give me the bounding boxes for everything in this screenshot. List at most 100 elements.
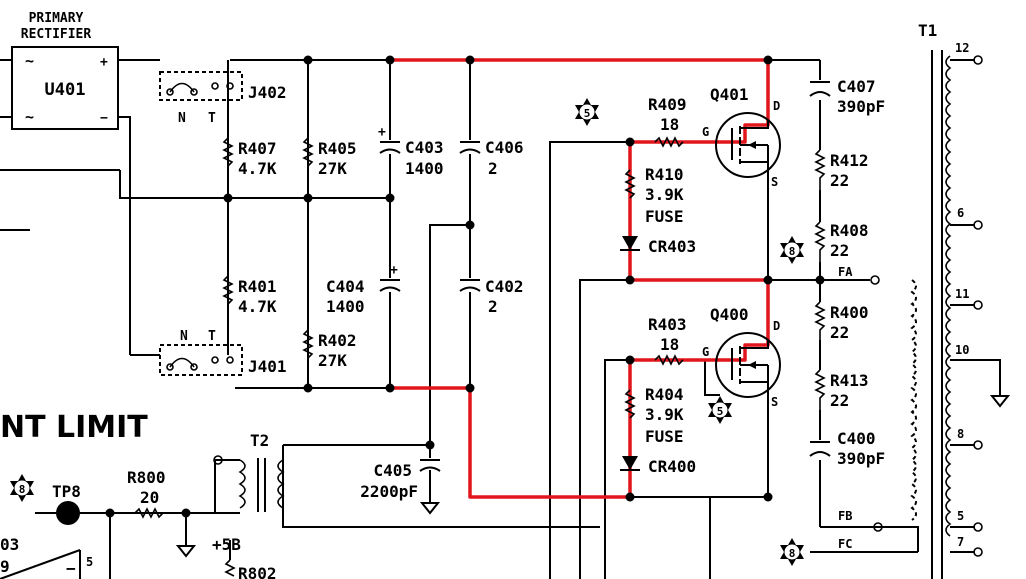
svg-text:R401: R401 xyxy=(238,277,277,296)
marker-5-bottom: 5 xyxy=(708,396,732,424)
resistor-r400: R400 22 xyxy=(814,301,869,342)
svg-text:R400: R400 xyxy=(830,303,869,322)
svg-text:2: 2 xyxy=(488,297,498,316)
resistor-r402: R402 27K xyxy=(302,329,357,370)
resistor-r412: R412 22 xyxy=(814,149,869,190)
resistor-r404: R404 3.9K FUSE xyxy=(624,385,684,446)
svg-text:27K: 27K xyxy=(318,351,347,370)
svg-text:T1: T1 xyxy=(918,21,937,40)
capacitor-c402: C402 2 xyxy=(459,277,524,316)
svg-text:8: 8 xyxy=(19,483,26,496)
svg-text:R404: R404 xyxy=(645,385,684,404)
svg-text:S: S xyxy=(771,175,778,189)
svg-text:U401: U401 xyxy=(45,80,86,100)
ac-symbol-bottom: ~ xyxy=(25,108,34,126)
marker-5-top: 5 xyxy=(575,98,599,126)
svg-text:22: 22 xyxy=(830,391,849,410)
svg-text:N: N xyxy=(178,111,186,126)
diode-cr403: CR403 xyxy=(620,236,696,256)
node-labels: FA FB FC xyxy=(838,265,883,551)
svg-text:27K: 27K xyxy=(318,159,347,178)
svg-text:CR403: CR403 xyxy=(648,237,696,256)
svg-text:5: 5 xyxy=(584,107,591,120)
resistor-r401: R401 4.7K xyxy=(222,275,277,316)
svg-text:G: G xyxy=(702,345,709,359)
svg-text:12: 12 xyxy=(955,41,969,55)
svg-text:−: − xyxy=(100,111,108,126)
svg-text:FB: FB xyxy=(838,509,852,523)
resistor-r403: R403 18 xyxy=(648,315,687,366)
resistor-r409: R409 18 xyxy=(648,95,687,148)
capacitor-c403: + C403 1400 xyxy=(378,125,444,178)
svg-text:8: 8 xyxy=(789,245,796,258)
svg-text:18: 18 xyxy=(660,115,679,134)
svg-text:D: D xyxy=(773,319,780,333)
svg-text:R410: R410 xyxy=(645,165,684,184)
svg-text:R409: R409 xyxy=(648,95,687,114)
svg-text:Q400: Q400 xyxy=(710,305,749,324)
mosfet-q401: Q401 D S G xyxy=(702,85,781,189)
svg-text:FC: FC xyxy=(838,537,852,551)
jumper-j401: J401 N T xyxy=(159,329,287,376)
svg-text:TP8: TP8 xyxy=(52,482,81,501)
svg-text:2200pF: 2200pF xyxy=(360,482,418,501)
svg-text:3.9K: 3.9K xyxy=(645,405,684,424)
resistor-r408: R408 22 xyxy=(814,221,869,262)
svg-text:4.7K: 4.7K xyxy=(238,159,277,178)
svg-text:18: 18 xyxy=(660,335,679,354)
svg-text:R800: R800 xyxy=(127,468,166,487)
ac-symbol-top: ~ xyxy=(25,52,34,70)
svg-text:4.7K: 4.7K xyxy=(238,297,277,316)
svg-text:7: 7 xyxy=(957,535,964,549)
svg-text:N: N xyxy=(180,329,188,344)
svg-text:C402: C402 xyxy=(485,277,524,296)
svg-text:R802: R802 xyxy=(238,564,277,579)
resistor-r405: R405 27K xyxy=(302,137,357,178)
svg-text:8: 8 xyxy=(957,427,964,441)
polarity-plus: + xyxy=(378,125,386,140)
svg-text:C403: C403 xyxy=(405,138,444,157)
svg-text:R405: R405 xyxy=(318,139,357,158)
transformer-t2: T2 xyxy=(213,431,285,512)
svg-text:T: T xyxy=(208,329,216,344)
svg-text:T2: T2 xyxy=(250,431,269,450)
svg-text:390pF: 390pF xyxy=(837,97,885,116)
svg-text:390pF: 390pF xyxy=(837,449,885,468)
svg-text:1400: 1400 xyxy=(405,159,444,178)
resistor-r410: R410 3.9K FUSE xyxy=(624,165,684,226)
resistor-r413: R413 22 xyxy=(814,369,869,410)
resistor-r407: R407 4.7K xyxy=(222,137,277,178)
svg-text:G: G xyxy=(702,125,709,139)
mosfet-q400: Q400 D S G xyxy=(702,305,781,409)
svg-text:PRIMARY: PRIMARY xyxy=(29,11,84,26)
capacitor-c400: C400 390pF xyxy=(809,429,885,468)
primary-rectifier-u401: PRIMARY RECTIFIER ~ ~ U401 + − xyxy=(21,11,108,126)
current-limit-section: NT LIMIT 8 TP8 R800 20 +5B R802 03 9 − 5 xyxy=(0,410,277,579)
svg-text:R408: R408 xyxy=(830,221,869,240)
svg-text:2: 2 xyxy=(488,159,498,178)
svg-text:+5B: +5B xyxy=(212,535,241,554)
junction-dots xyxy=(105,55,825,518)
capacitor-c406: C406 2 xyxy=(459,138,524,178)
capacitor-c407: C407 390pF xyxy=(809,77,885,116)
svg-text:R413: R413 xyxy=(830,371,869,390)
svg-text:5: 5 xyxy=(86,555,93,569)
svg-text:T: T xyxy=(208,111,216,126)
svg-text:+: + xyxy=(100,55,108,70)
svg-text:FUSE: FUSE xyxy=(645,427,684,446)
svg-text:10: 10 xyxy=(955,343,969,357)
tp8-test-point xyxy=(56,501,80,525)
capacitor-c404: + C404 1400 xyxy=(326,263,401,316)
svg-text:11: 11 xyxy=(955,287,969,301)
svg-text:3.9K: 3.9K xyxy=(645,185,684,204)
transformer-t1: T1 12 6 11 10 8 5 7 xyxy=(910,21,1009,579)
svg-text:J401: J401 xyxy=(248,357,287,376)
svg-text:NT LIMIT: NT LIMIT xyxy=(0,410,148,445)
svg-text:Q401: Q401 xyxy=(710,85,749,104)
marker-8-mid: 8 xyxy=(780,236,804,264)
capacitor-c405: C405 2200pF xyxy=(360,458,441,514)
svg-text:8: 8 xyxy=(789,547,796,560)
svg-text:22: 22 xyxy=(830,171,849,190)
svg-text:20: 20 xyxy=(140,488,159,507)
